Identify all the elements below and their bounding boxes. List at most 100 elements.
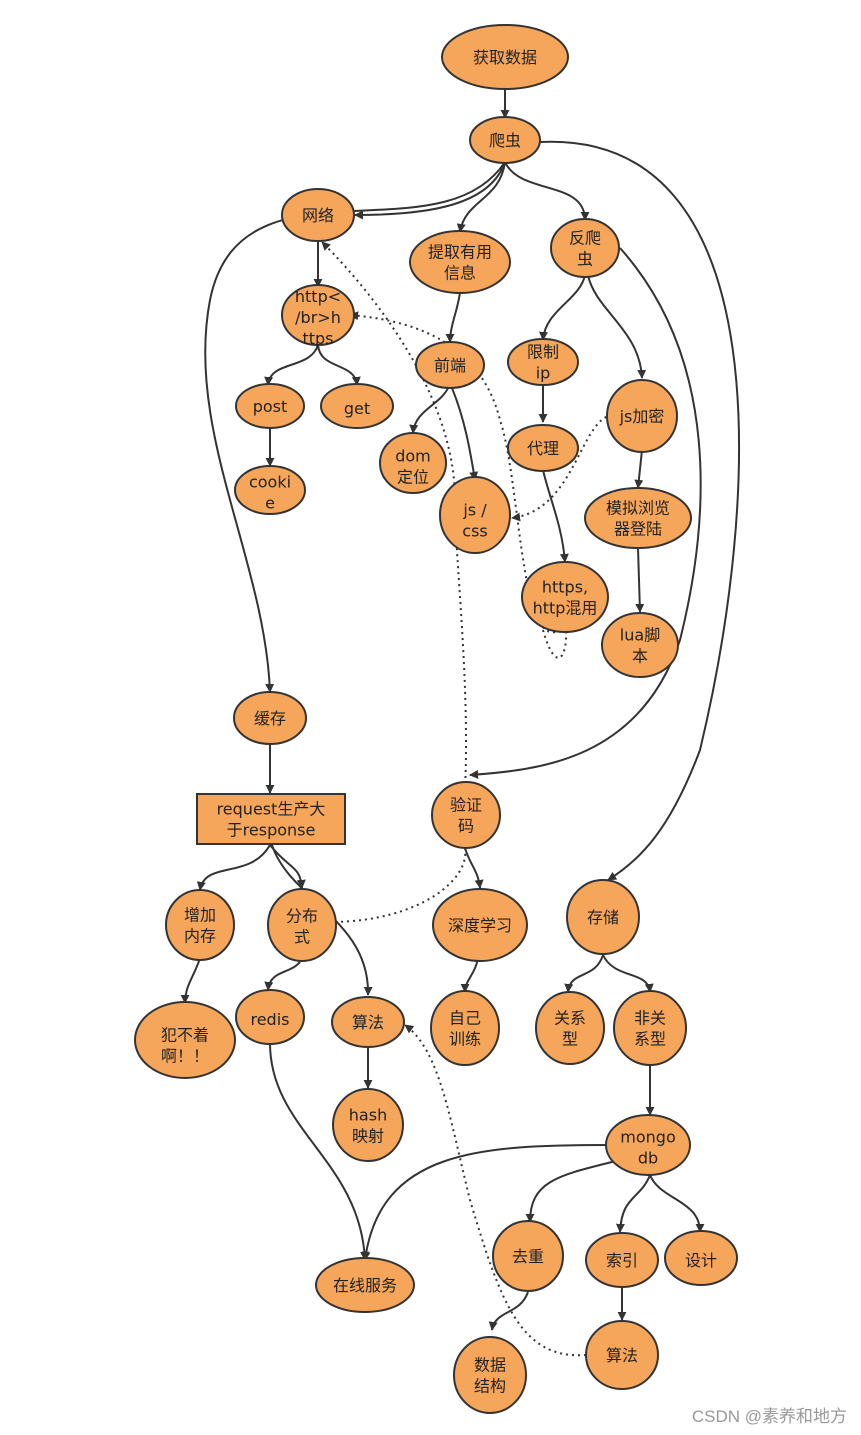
node-label-jsjiami: js加密: [619, 407, 665, 426]
node-shape-http: [281, 284, 355, 346]
node-label-suoyin: 索引: [606, 1251, 638, 1270]
node-label-line: 结构: [474, 1377, 506, 1396]
node-label-line: 信息: [444, 264, 476, 283]
node-shape-get: [320, 383, 394, 429]
node-label-huancun: 缓存: [254, 709, 286, 728]
node-shape-jsjiami: [606, 379, 678, 453]
node-label-ziji: 自己训练: [449, 1009, 481, 1049]
node-label-post: post: [253, 397, 288, 416]
node-label-line: 深度学习: [448, 916, 512, 935]
edge-fanpa-jsjiami: [587, 274, 647, 379]
node-shape-ziji: [430, 990, 500, 1066]
node-label-pachong: 爬虫: [489, 131, 521, 150]
node-label-fenbu: 分布式: [286, 907, 318, 947]
node-label-sheji: 设计: [685, 1251, 717, 1270]
node-label-zaixian: 在线服务: [333, 1276, 397, 1295]
node-label-line: 码: [458, 817, 474, 836]
node-label-cunchu: 存储: [587, 908, 619, 927]
watermark: CSDN @素养和地方: [691, 1407, 847, 1426]
node-shape-daili: [507, 424, 579, 472]
node-shape-huoqu: [441, 24, 569, 90]
edge-mongo-suoyin: [615, 1174, 651, 1233]
node-shape-shuju: [453, 1336, 527, 1414]
node-label-line: 在线服务: [333, 1276, 397, 1295]
node-label-line: 设计: [685, 1251, 717, 1270]
node-label-line: 前端: [434, 356, 466, 375]
node-label-line: 爬虫: [489, 131, 521, 150]
node-shape-fenbu: [267, 888, 337, 962]
node-label-line: hash: [349, 1106, 387, 1125]
node-label-line: 映射: [352, 1127, 384, 1146]
node-label-line: cooki: [249, 473, 291, 492]
edge-jsjiami-moni: [634, 449, 644, 489]
node-label-line: mongo: [620, 1128, 675, 1147]
edge-pachong-wangluo: [354, 161, 506, 220]
edge-cunchu-feiguanxi: [602, 954, 654, 993]
node-shape-quchong: [492, 1220, 564, 1292]
node-shape-wangluo: [281, 188, 355, 242]
node-label-guanxi: 关系型: [554, 1009, 586, 1049]
edge-cunchu-guanxi: [564, 954, 604, 993]
node-label-tiqu: 提取有用信息: [428, 243, 492, 283]
edge-mongo-quchong: [525, 1159, 621, 1223]
node-label-line: 分布: [286, 907, 318, 926]
node-shape-suanfa1: [331, 996, 405, 1048]
edge-pachong-fanpa: [504, 161, 590, 221]
node-label-line: redis: [250, 1010, 289, 1029]
edge-fanpa-yanzheng: [469, 247, 702, 779]
node-label-line: ip: [536, 364, 551, 383]
node-label-line: 提取有用: [428, 243, 492, 262]
node-label-wangluo: 网络: [302, 206, 334, 225]
node-shape-feiguanxi: [613, 990, 687, 1066]
node-shape-zengjia: [165, 889, 235, 961]
node-label-line: js /: [462, 501, 487, 520]
node-shape-suanfa2: [585, 1320, 659, 1390]
node-label-line: 训练: [449, 1030, 481, 1049]
node-label-line: js加密: [619, 407, 665, 426]
node-shape-shendu: [432, 888, 528, 962]
node-shape-jscss: [439, 476, 511, 554]
edge-fenbu-redis: [264, 957, 303, 991]
node-shape-sheji: [664, 1230, 738, 1286]
node-label-line: 虫: [577, 250, 593, 269]
node-label-line: db: [638, 1149, 658, 1168]
node-label-line: 非关: [634, 1009, 666, 1028]
node-label-line: ttps: [302, 329, 333, 348]
node-label-line: dom: [395, 447, 431, 466]
node-shape-suoyin: [585, 1232, 659, 1288]
node-label-zengjia: 增加内存: [184, 906, 216, 946]
node-shape-xianzhi: [507, 338, 579, 386]
node-shape-lua: [601, 612, 679, 678]
node-label-qianduan: 前端: [434, 356, 466, 375]
node-label-line: 存储: [587, 908, 619, 927]
node-label-quchong: 去重: [512, 1247, 544, 1266]
edge-quchong-shuju: [488, 1291, 529, 1331]
node-label-https: https,http混用: [533, 578, 598, 618]
node-shape-hash: [332, 1088, 404, 1162]
node-label-line: 本: [632, 647, 648, 666]
node-label-line: css: [462, 522, 487, 541]
edge-qianduan-dom: [409, 387, 449, 434]
node-label-line: 验证: [450, 796, 482, 815]
node-shape-redis: [235, 989, 305, 1045]
node-label-line: 关系: [554, 1009, 586, 1028]
node-label-line: 器登陆: [614, 520, 662, 539]
node-label-jscss: js / css: [462, 501, 487, 541]
node-shape-fanbu: [134, 1001, 236, 1079]
edge-request-zengjia: [196, 844, 271, 891]
node-label-line: 犯不着: [161, 1026, 209, 1045]
node-shape-zaixian: [315, 1257, 415, 1313]
node-shape-dom: [379, 432, 447, 494]
node-label-feiguanxi: 非关系型: [634, 1009, 666, 1049]
node-shape-pachong: [469, 116, 541, 164]
node-shape-fanpa: [550, 218, 620, 278]
node-label-line: 式: [294, 928, 310, 947]
node-shape-tiqu: [409, 230, 511, 294]
node-shape-guanxi: [535, 991, 605, 1065]
node-label-line: 算法: [352, 1013, 384, 1032]
node-label-request: request生产大于response: [217, 800, 326, 840]
node-label-line: 去重: [512, 1247, 544, 1266]
